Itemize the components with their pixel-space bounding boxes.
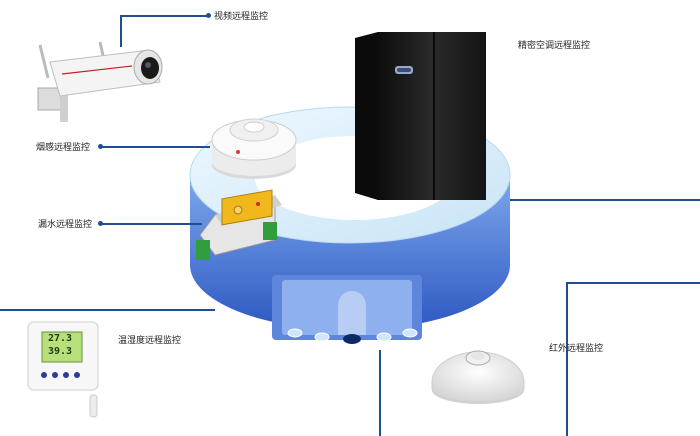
infrared-connector-horizontal [566,282,700,284]
humidity-readout: 39.3 [48,346,73,357]
smoke-connector [100,146,210,148]
temperature-readout: 27.3 [48,333,73,344]
label-video: 视频远程监控 [214,12,269,22]
label-ac: 精密空调远程监控 [518,41,591,51]
smoke-connector-dot [98,144,103,149]
video-connector-vertical [120,15,122,47]
precision-ac-cabinet [355,32,486,200]
camera-device [37,41,163,122]
label-infrared: 红外远程监控 [549,344,604,354]
infrared-connector-vertical [566,282,568,436]
water-connector [100,223,202,225]
video-connector-horizontal [120,15,208,17]
temp-connector [0,309,215,311]
water-leak-sensor [196,189,282,260]
label-smoke: 烟感远程监控 [36,143,91,153]
label-temp-humidity: 温湿度远程监控 [118,336,182,346]
temp-humidity-sensor [27,321,99,418]
smoke-detector [211,118,297,179]
water-connector-dot [98,221,103,226]
infrared-sensor [431,350,525,404]
ac-connector [510,199,700,201]
video-connector-dot [206,13,211,18]
label-water: 漏水远程监控 [38,220,93,230]
center-connector [379,350,381,436]
